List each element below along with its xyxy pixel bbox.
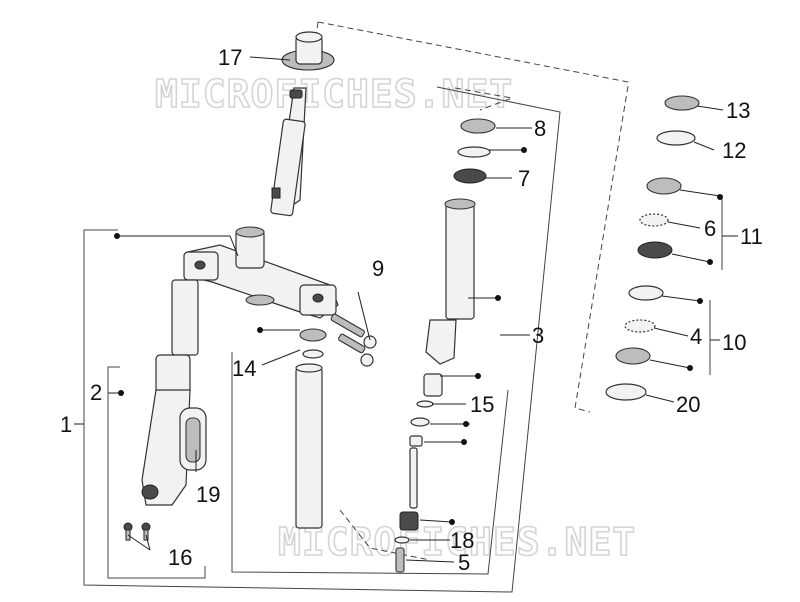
label-8: 8 — [534, 116, 546, 141]
label-19: 19 — [196, 482, 220, 507]
fork-tube-and-washer — [295, 328, 327, 529]
label-12: 12 — [722, 138, 746, 163]
left-fork-leg — [141, 279, 199, 506]
label-11: 11 — [740, 224, 763, 249]
leader-lines — [118, 56, 724, 563]
label-14: 14 — [232, 356, 256, 381]
watermark-bottom: MICROFICHES.NET — [278, 520, 636, 564]
label-10: 10 — [722, 330, 746, 355]
label-7: 7 — [518, 166, 530, 191]
triple-clamp — [183, 226, 339, 319]
watermark-top: MICROFICHES.NET — [155, 72, 513, 116]
label-6: 6 — [704, 216, 716, 241]
label-2: 2 — [90, 380, 102, 405]
label-13: 13 — [726, 98, 750, 123]
label-5: 5 — [458, 550, 470, 575]
label-1: 1 — [60, 412, 72, 437]
screws — [123, 522, 151, 541]
part-number-labels: 17 8 7 13 12 6 11 4 10 20 9 3 14 2 1 15 … — [60, 45, 763, 575]
right-fork-leg — [425, 118, 496, 365]
internal-damper-parts — [394, 373, 443, 573]
label-9: 9 — [372, 256, 384, 281]
bolts — [330, 313, 377, 367]
label-18: 18 — [450, 528, 474, 553]
label-16: 16 — [168, 545, 192, 570]
reference-dots — [114, 147, 723, 525]
label-17: 17 — [218, 45, 242, 70]
label-3: 3 — [532, 323, 544, 348]
dust-cover — [179, 407, 207, 471]
group-brackets — [74, 86, 738, 593]
steering-stem — [270, 31, 335, 217]
label-15: 15 — [470, 392, 494, 417]
label-20: 20 — [676, 392, 700, 417]
headset-bearing-stack — [605, 95, 700, 401]
label-4: 4 — [690, 324, 702, 349]
